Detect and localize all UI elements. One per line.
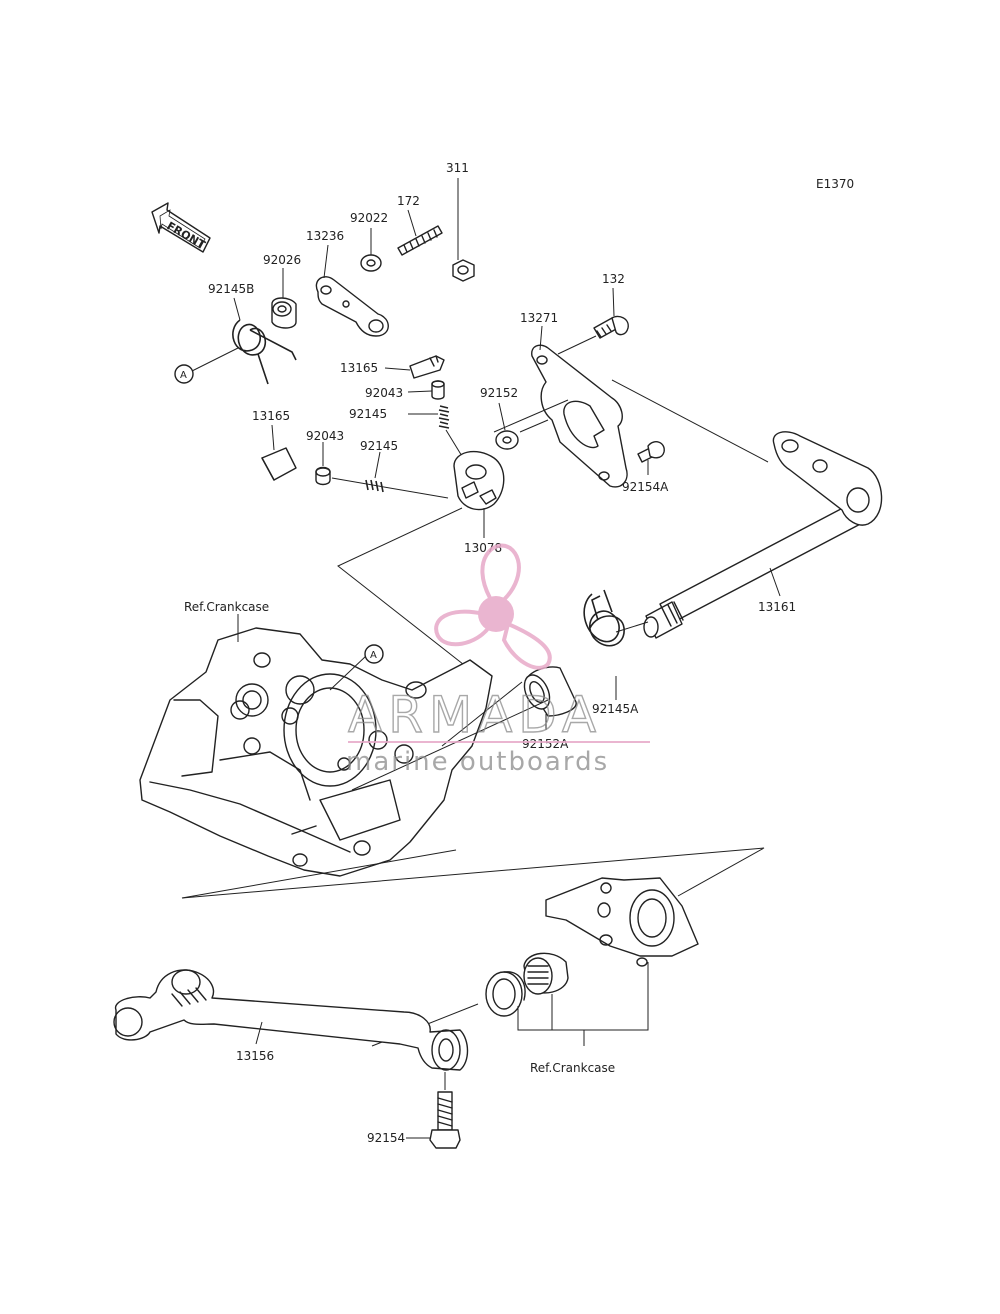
alignment-line	[493, 399, 569, 433]
label-13078: 13078	[464, 541, 502, 555]
nut-311	[452, 178, 475, 282]
diagram-code: E1370	[816, 177, 854, 191]
crankcase-lower	[545, 877, 699, 967]
spring-92145A	[583, 589, 625, 700]
label-13165-upper: 13165	[340, 361, 378, 375]
label-92145-upper: 92145	[349, 407, 387, 421]
reference-marker-a-lower: A	[364, 644, 384, 664]
label-92022: 92022	[350, 211, 388, 225]
watermark-tagline: marine outboards	[346, 747, 609, 777]
alignment-line	[351, 699, 549, 791]
shaft-13161	[615, 431, 883, 639]
pawl-13165-lower	[261, 424, 297, 481]
pin-92043-lower	[315, 442, 331, 486]
label-172: 172	[397, 194, 420, 208]
front-arrow-icon: FRONT	[151, 202, 211, 253]
svg-text:A: A	[180, 370, 187, 381]
label-92152: 92152	[480, 386, 518, 400]
label-92026: 92026	[263, 253, 301, 267]
label-92145-lower: 92145	[360, 439, 398, 453]
propeller-blade-icon	[480, 543, 521, 609]
screw-92154A	[637, 441, 665, 475]
propeller-blade-icon	[501, 621, 552, 670]
label-92154: 92154	[367, 1131, 405, 1145]
needle-bearing	[523, 952, 569, 995]
label-13156: 13156	[236, 1049, 274, 1063]
spring-92145-lower	[331, 451, 449, 499]
plate-13271	[531, 325, 628, 488]
reference-marker-a-upper: A	[174, 364, 194, 384]
watermark-logo	[434, 543, 552, 670]
label-92043-upper: 92043	[365, 386, 403, 400]
alignment-line	[181, 849, 457, 899]
label-92145A: 92145A	[592, 702, 639, 716]
label-132: 132	[602, 272, 625, 286]
label-92145B: 92145B	[208, 282, 254, 296]
alignment-line	[441, 681, 523, 747]
label-crankcase-upper: Ref.Crankcase	[184, 600, 269, 614]
svg-text:A: A	[370, 650, 377, 661]
bolt-92154	[406, 1072, 461, 1149]
crankcase-lead	[517, 962, 649, 1031]
label-92152A: 92152A	[522, 737, 569, 751]
alignment-line	[519, 419, 549, 433]
propeller-hub-icon	[478, 596, 514, 632]
label-13271: 13271	[520, 311, 558, 325]
watermark-brand: ARMADA	[348, 686, 602, 744]
collar-92026	[271, 268, 297, 329]
alignment-line	[611, 379, 769, 463]
label-13165-lower: 13165	[252, 409, 290, 423]
cam-13078	[453, 450, 505, 538]
stud-172	[397, 209, 443, 256]
washer-92152	[495, 402, 519, 450]
label-92043-lower: 92043	[306, 429, 344, 443]
propeller-blade-icon	[434, 609, 493, 647]
bolt-132	[593, 287, 629, 339]
pin-92043-upper	[407, 380, 445, 400]
washer-92022	[360, 228, 382, 272]
oil-seal	[485, 971, 526, 1017]
label-13236: 13236	[306, 229, 344, 243]
pawl-13165-upper	[384, 355, 445, 379]
crankcase-upper	[139, 614, 493, 877]
label-crankcase-lower: Ref.Crankcase	[530, 1061, 615, 1075]
lever-13236	[315, 244, 389, 337]
alignment-line	[181, 847, 765, 899]
alignment-line	[337, 507, 469, 669]
bushing-92152A	[523, 666, 577, 730]
shift-pedal-13156	[113, 969, 469, 1071]
label-92154A: 92154A	[622, 480, 669, 494]
label-311: 311	[446, 161, 469, 175]
spring-92145B	[189, 297, 297, 385]
label-13161: 13161	[758, 600, 796, 614]
